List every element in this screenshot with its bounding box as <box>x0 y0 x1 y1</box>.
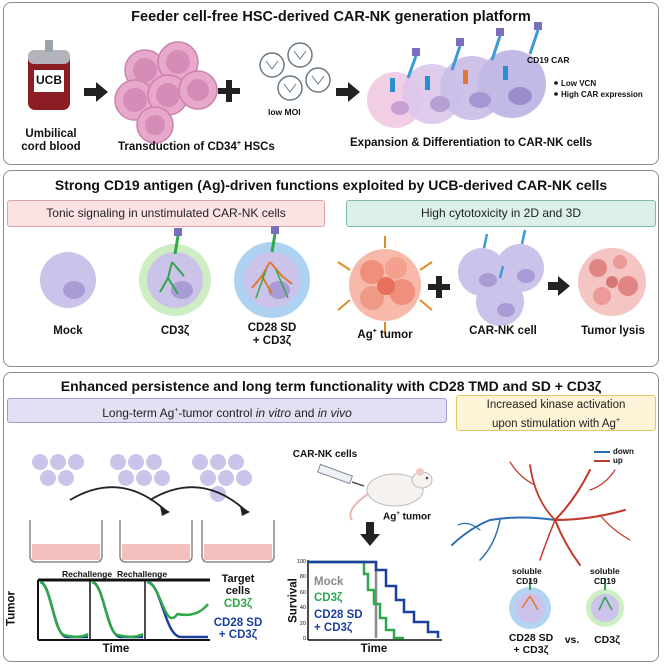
cd28-cd3z-stimulated-cell-icon <box>509 578 551 629</box>
tumor-curve-cd3z <box>39 580 89 638</box>
series-cd28-label-1: CD28 SD <box>213 617 263 629</box>
survival-tick-label: 0 <box>302 636 306 642</box>
time-axis-label-2: Time <box>360 643 388 655</box>
rechallenge-label-1: Rechallenge <box>62 569 113 579</box>
transduction-label: Transduction of CD34+ HSCs <box>118 140 275 153</box>
low-moi-label: low MOI <box>268 107 301 117</box>
lentivirus-icon <box>259 42 331 101</box>
mock-label: Mock <box>53 325 83 337</box>
car-nk-cells-label: CAR-NK cells <box>292 449 358 460</box>
car-nk-cell-label: CAR-NK cell <box>469 325 537 337</box>
soluble-cd19-label-2a: soluble <box>590 566 620 576</box>
survival-curves <box>308 560 440 640</box>
series-cd28-label-2: + CD3ζ <box>218 629 258 641</box>
syringe-icon <box>317 463 365 487</box>
cd3z-label: CD3ζ <box>160 325 190 337</box>
bullet-icon <box>554 81 558 85</box>
arrow-icon <box>336 82 360 102</box>
tumor-axis-label: Tumor <box>5 591 18 626</box>
tumor-curve-cd3z <box>146 580 209 620</box>
survival-curve-cd28 <box>308 560 440 638</box>
panel2-title: Strong CD19 antigen (Ag)-driven function… <box>54 177 608 193</box>
mouse-icon <box>349 468 433 521</box>
panel3-title: Enhanced persistence and long term funct… <box>60 378 602 394</box>
tumor-icon <box>337 236 433 334</box>
low-vcn-label: Low VCN <box>561 79 597 88</box>
panel1-title: Feeder cell-free HSC-derived CAR-NK gene… <box>131 9 531 25</box>
plus-icon <box>428 276 450 298</box>
cd19-car-label: CD19 CAR <box>527 55 570 65</box>
cd28-cd3z-cell-icon <box>234 226 310 318</box>
expansion-label: Expansion & Differentiation to CAR-NK ce… <box>350 137 593 149</box>
kinase-tree-icon <box>451 461 631 566</box>
nk-cell-cluster-icon <box>32 454 252 502</box>
hsc-cluster-icon <box>114 41 218 144</box>
survival-tick-label: 80 <box>299 574 306 581</box>
arrow-icon <box>548 276 570 296</box>
survival-tick-label: 40 <box>299 605 306 612</box>
blood-bag-icon <box>28 40 70 110</box>
ag-tumor-label: Ag+ tumor <box>357 328 413 341</box>
tumor-lysis-icon <box>578 248 646 316</box>
bullet-icon <box>554 92 558 96</box>
differentiating-cells-icon <box>367 22 546 128</box>
compare-cd3z-label: CD3ζ <box>594 634 620 646</box>
high-car-label: High CAR expression <box>561 90 643 99</box>
soluble-cd19-label-1b: CD19 <box>516 576 538 586</box>
tumor-chart-frame <box>37 578 210 641</box>
cd28-label-line2: + CD3ζ <box>252 335 292 347</box>
cd28-label-line1: CD28 SD <box>247 322 297 334</box>
transfer-arrow-icon <box>69 486 246 511</box>
soluble-cd19-label-1a: soluble <box>512 566 542 576</box>
tumor-curves <box>39 580 209 639</box>
survival-tick-label: 100 <box>296 559 306 565</box>
mock-cell-icon <box>40 252 96 308</box>
target-cells-label-2: cells <box>225 585 251 597</box>
umbilical-label-line1: Umbilical <box>25 128 77 140</box>
ucb-bag-label: UCB <box>36 73 62 87</box>
umbilical-label-line2: cord blood <box>21 141 81 153</box>
survival-series-cd28-label-2: + CD3ζ <box>314 622 353 634</box>
versus-label: vs. <box>564 634 580 646</box>
plus-icon <box>218 80 240 102</box>
panel-generation-platform: Feeder cell-free HSC-derived CAR-NK gene… <box>3 2 659 165</box>
cd3z-cell-icon <box>139 228 211 316</box>
legend-up-label: up <box>613 456 623 465</box>
cytotoxicity-box: High cytotoxicity in 2D and 3D <box>346 200 656 227</box>
rechallenge-label-2: Rechallenge <box>117 569 168 579</box>
target-cells-label-1: Target <box>221 573 255 585</box>
compare-cd28-label-1: CD28 SD <box>508 632 554 644</box>
survival-series-cd3z-label: CD3ζ <box>314 592 343 604</box>
tumor-lysis-label: Tumor lysis <box>581 325 645 337</box>
survival-series-cd28-label-1: CD28 SD <box>314 609 363 621</box>
long-term-control-box: Long-term Ag+-tumor control in vitro and… <box>7 398 447 423</box>
survival-tick-label: 60 <box>299 589 306 596</box>
car-nk-cells-icon <box>458 229 544 326</box>
arrow-icon <box>84 82 108 102</box>
survival-tick-label: 20 <box>299 620 306 627</box>
legend-down-label: down <box>613 447 634 456</box>
culture-well-icon <box>29 520 275 563</box>
arrow-down-icon <box>360 522 380 546</box>
survival-curve-cd3z <box>308 560 404 640</box>
tumor-curve-cd3z <box>91 580 144 638</box>
series-cd3z-label: CD3ζ <box>223 598 253 610</box>
survival-chart-frame <box>307 560 442 641</box>
survival-series-mock-label: Mock <box>314 576 344 588</box>
soluble-cd19-label-2b: CD19 <box>594 576 616 586</box>
cd3z-stimulated-cell-icon <box>586 578 624 627</box>
tonic-signaling-box: Tonic signaling in unstimulated CAR-NK c… <box>7 200 325 227</box>
ag-tumor-label-2: Ag+ tumor <box>383 511 431 523</box>
compare-cd28-label-2: + CD3ζ <box>513 644 549 656</box>
time-axis-label: Time <box>102 643 130 655</box>
